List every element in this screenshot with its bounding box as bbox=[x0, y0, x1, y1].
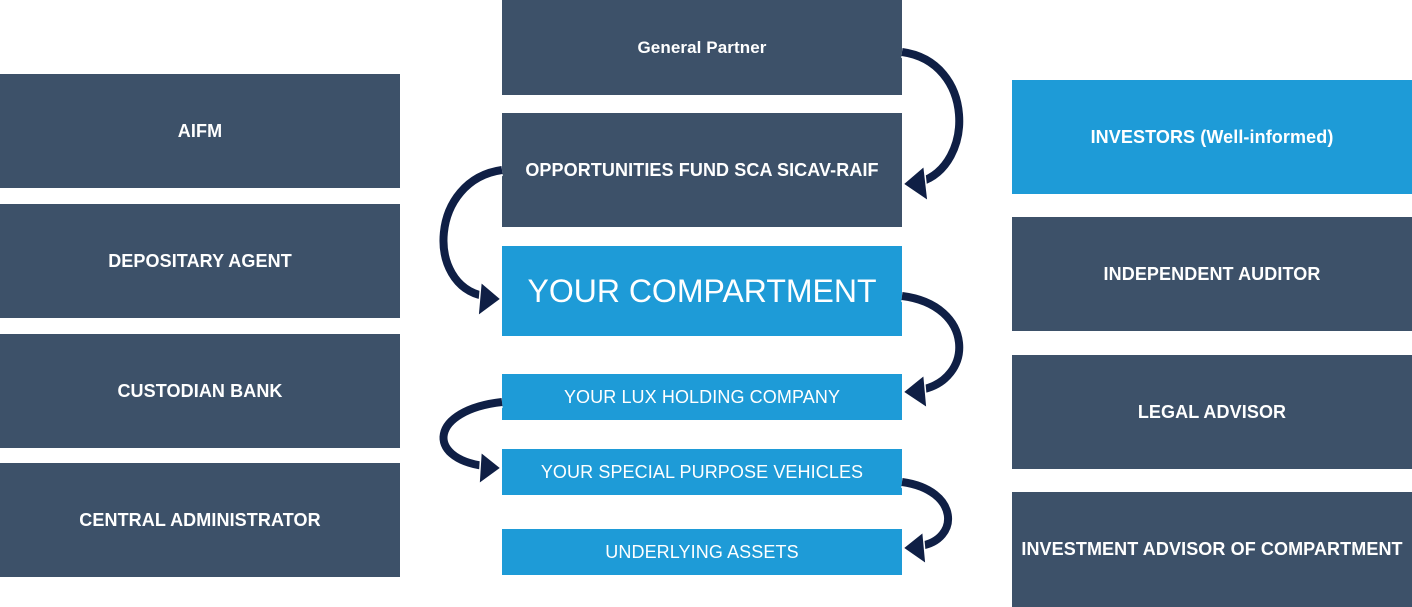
underlying-assets-label: UNDERLYING ASSETS bbox=[605, 541, 799, 562]
aifm-box: AIFM bbox=[0, 74, 400, 188]
investment-advisor-label: INVESTMENT ADVISOR OF COMPARTMENT bbox=[1021, 539, 1403, 559]
opportunities-fund-label: OPPORTUNITIES FUND SCA SICAV-RAIF bbox=[525, 159, 879, 180]
investment-advisor-box: INVESTMENT ADVISOR OF COMPARTMENT bbox=[1012, 492, 1412, 607]
investors-label: INVESTORS (Well-informed) bbox=[1090, 126, 1334, 147]
independent-auditor-box: INDEPENDENT AUDITOR bbox=[1012, 217, 1412, 331]
lux-holding-company-label: YOUR LUX HOLDING COMPANY bbox=[563, 386, 841, 407]
central-administrator-label: CENTRAL ADMINISTRATOR bbox=[79, 509, 321, 530]
lux-holding-company-box: YOUR LUX HOLDING COMPANY bbox=[502, 374, 902, 420]
general-partner-box: General Partner bbox=[502, 0, 902, 95]
general-partner-label: General Partner bbox=[637, 37, 767, 57]
legal-advisor-label: LEGAL ADVISOR bbox=[1137, 401, 1287, 422]
your-compartment-box: YOUR COMPARTMENT bbox=[502, 246, 902, 336]
arrow-spv-to-assets bbox=[900, 476, 955, 566]
arrow-holding-to-spv bbox=[437, 396, 503, 486]
arrow-fund-to-compartment bbox=[437, 164, 504, 318]
special-purpose-vehicles-box: YOUR SPECIAL PURPOSE VEHICLES bbox=[502, 449, 902, 495]
underlying-assets-box: UNDERLYING ASSETS bbox=[502, 529, 902, 575]
investors-box: INVESTORS (Well-informed) bbox=[1012, 80, 1412, 194]
arrow-compartment-to-holding bbox=[901, 290, 966, 410]
legal-advisor-box: LEGAL ADVISOR bbox=[1012, 355, 1412, 469]
depositary-agent-label: DEPOSITARY AGENT bbox=[108, 250, 292, 271]
special-purpose-vehicles-label: YOUR SPECIAL PURPOSE VEHICLES bbox=[540, 461, 864, 482]
arrow-gp-to-fund bbox=[900, 46, 966, 203]
custodian-bank-label: CUSTODIAN BANK bbox=[117, 380, 283, 401]
opportunities-fund-box: OPPORTUNITIES FUND SCA SICAV-RAIF bbox=[502, 113, 902, 227]
aifm-label: AIFM bbox=[177, 120, 223, 141]
your-compartment-label: YOUR COMPARTMENT bbox=[527, 272, 877, 309]
depositary-agent-box: DEPOSITARY AGENT bbox=[0, 204, 400, 318]
central-administrator-box: CENTRAL ADMINISTRATOR bbox=[0, 463, 400, 577]
custodian-bank-box: CUSTODIAN BANK bbox=[0, 334, 400, 448]
independent-auditor-label: INDEPENDENT AUDITOR bbox=[1103, 263, 1321, 284]
